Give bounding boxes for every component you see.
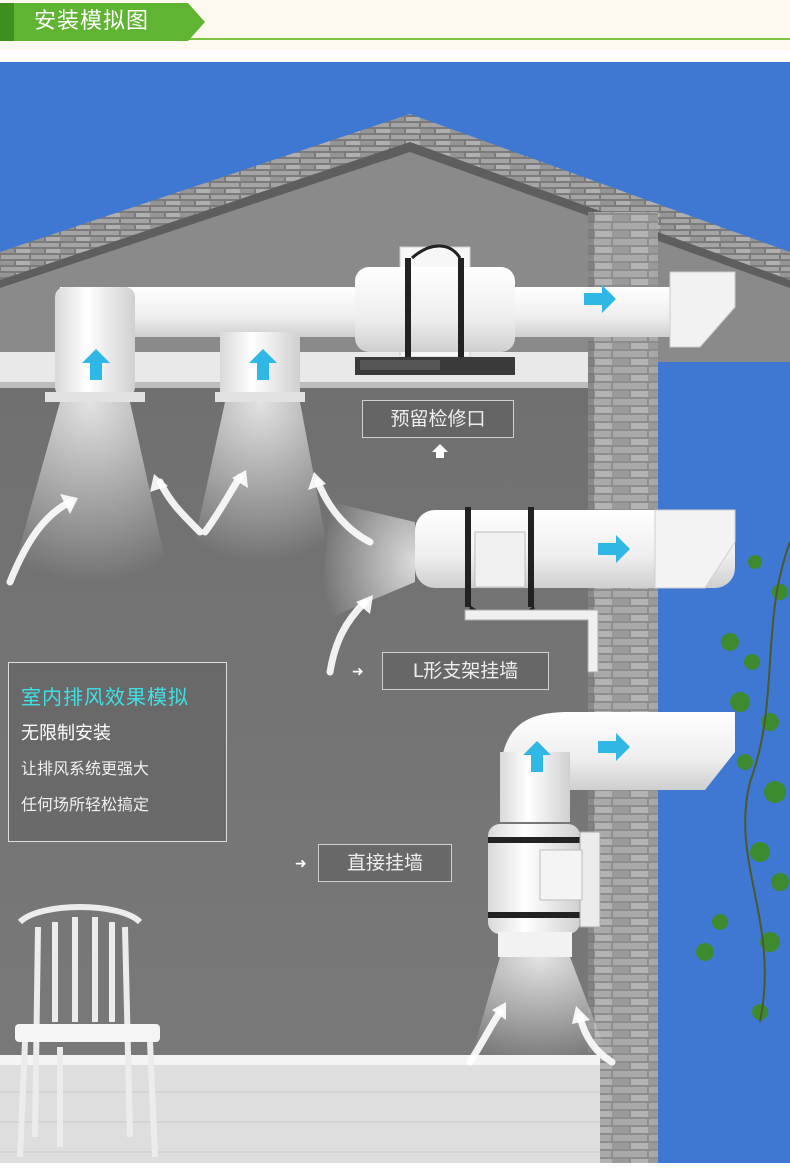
inspection-port-label: 预留检修口 xyxy=(362,400,514,438)
installation-illustration: 预留检修口 ➜ L形支架挂墙 ➜ 直接挂墙 室内排风效果模拟 无限制安装 让排风… xyxy=(0,62,790,1163)
inspection-arrow xyxy=(432,444,448,458)
blue-airflow-arrows xyxy=(82,285,630,772)
section-header: 安装模拟图 xyxy=(0,0,790,50)
info-panel-title: 室内排风效果模拟 xyxy=(21,685,189,709)
section-title: 安装模拟图 xyxy=(34,9,150,34)
vine xyxy=(696,541,790,1023)
roof xyxy=(0,114,790,280)
info-panel-line: 任何场所轻松搞定 xyxy=(21,795,150,814)
info-panel-line: 无限制安装 xyxy=(21,723,111,744)
l-bracket-pointer-icon: ➜ xyxy=(352,664,364,680)
header-tab xyxy=(0,3,205,41)
l-bracket-label: L形支架挂墙 xyxy=(382,652,549,690)
floor xyxy=(0,1062,600,1163)
info-panel: 室内排风效果模拟 无限制安装 让排风系统更强大 任何场所轻松搞定 xyxy=(8,662,227,842)
top-vent-hood xyxy=(669,271,736,348)
direct-wall-label: 直接挂墙 xyxy=(318,844,452,882)
mist-airflow xyxy=(10,402,610,1062)
brick-pillar xyxy=(588,212,658,1163)
house-scene xyxy=(0,114,790,1163)
info-panel-line: 让排风系统更强大 xyxy=(21,759,150,778)
direct-wall-pointer-icon: ➜ xyxy=(295,856,307,872)
l-bracket xyxy=(464,609,599,673)
header-underline xyxy=(0,38,790,40)
header-tab-edge xyxy=(0,3,14,41)
chair-seat xyxy=(15,1024,160,1042)
